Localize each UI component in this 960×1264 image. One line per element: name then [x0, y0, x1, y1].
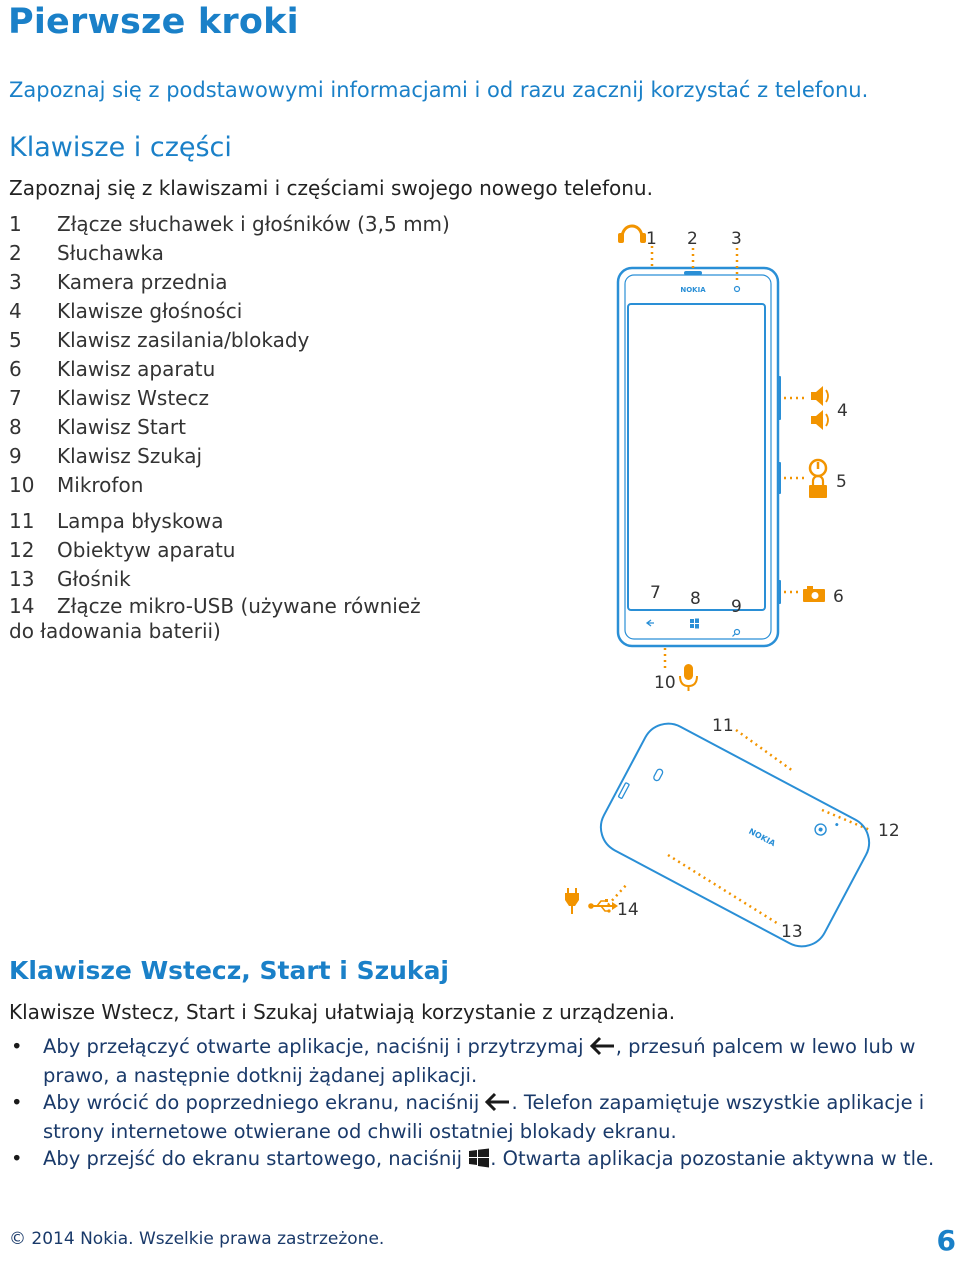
section-text-back-start-search: Klawisze Wstecz, Start i Szukaj ułatwiaj…: [9, 1000, 676, 1024]
phone-front: NOKIA: [616, 266, 781, 648]
phone-back: NOKIA: [599, 722, 871, 948]
callout-11: 11: [712, 716, 734, 736]
page-title: Pierwsze kroki: [8, 2, 299, 42]
bullet-dot: •: [11, 1147, 23, 1170]
intro-text: Zapoznaj się z podstawowymi informacjami…: [9, 78, 869, 102]
section-text-keys-parts: Zapoznaj się z klawiszami i częściami sw…: [9, 176, 653, 200]
callout-2: 2: [687, 229, 698, 249]
usb-icon: [588, 899, 618, 913]
page-number: 6: [936, 1224, 956, 1257]
list-item: •Aby przejść do ekranu startowego, naciś…: [9, 1146, 954, 1175]
callout-4: 4: [837, 401, 848, 421]
list-item: •Aby przełączyć otwarte aplikacje, naciś…: [11, 1035, 916, 1087]
callout-9: 9: [731, 597, 742, 617]
volume-up-icon: [811, 386, 829, 406]
bullet-list: •Aby przełączyć otwarte aplikacje, naciś…: [9, 1034, 954, 1176]
headset-icon: [618, 224, 646, 243]
section-heading-keys-parts: Klawisze i części: [9, 132, 232, 163]
callout-3: 3: [731, 229, 742, 249]
bullet-dot: •: [11, 1091, 23, 1114]
power-icon: [808, 458, 828, 478]
back-key-icon: [645, 619, 654, 627]
callout-6: 6: [833, 587, 844, 607]
camera-icon: [803, 586, 825, 602]
callout-14: 14: [617, 900, 639, 920]
callout-1: 1: [646, 229, 657, 249]
windows-logo-icon: [468, 1148, 490, 1175]
footer-copyright: © 2014 Nokia. Wszelkie prawa zastrzeżone…: [9, 1229, 385, 1249]
callout-13: 13: [781, 922, 803, 942]
bullet-dot: •: [11, 1035, 23, 1058]
back-arrow-icon: [589, 1036, 616, 1063]
section-heading-back-start-search: Klawisze Wstecz, Start i Szukaj: [9, 956, 450, 985]
charger-plug-icon: [565, 888, 579, 914]
callout-8: 8: [690, 589, 701, 609]
callout-7: 7: [650, 583, 661, 603]
microphone-icon: [679, 664, 698, 691]
phone-back-brand: NOKIA: [747, 827, 777, 849]
volume-down-icon: [811, 410, 829, 430]
back-arrow-icon: [485, 1092, 511, 1119]
phone-front-brand: NOKIA: [680, 286, 706, 294]
list-item: •Aby wrócić do poprzedniego ekranu, naci…: [11, 1091, 925, 1143]
callout-12: 12: [878, 821, 900, 841]
callout-5: 5: [836, 472, 847, 492]
lock-icon: [809, 474, 827, 498]
start-key-icon: [690, 618, 699, 629]
search-key-icon: [732, 628, 741, 637]
callout-10: 10: [654, 673, 676, 693]
phone-diagram: NOKIA: [565, 224, 900, 948]
